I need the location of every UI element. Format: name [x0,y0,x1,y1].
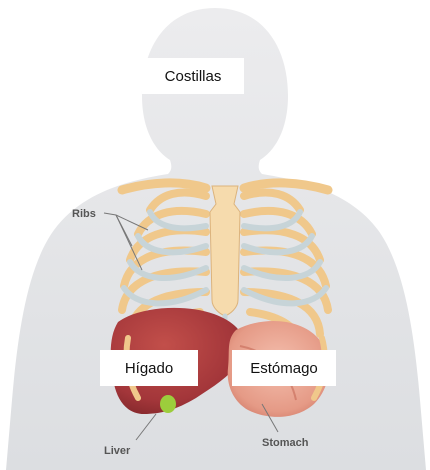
sternum [210,186,240,316]
liver-label: Liver [104,445,131,457]
estomago-label-box: Estómago [232,350,336,386]
ribs-label: Ribs [72,208,96,220]
stomach-label: Stomach [262,437,309,449]
costillas-label-box: Costillas [142,58,244,94]
higado-label-box: Hígado [100,350,198,386]
gallbladder [160,395,176,413]
